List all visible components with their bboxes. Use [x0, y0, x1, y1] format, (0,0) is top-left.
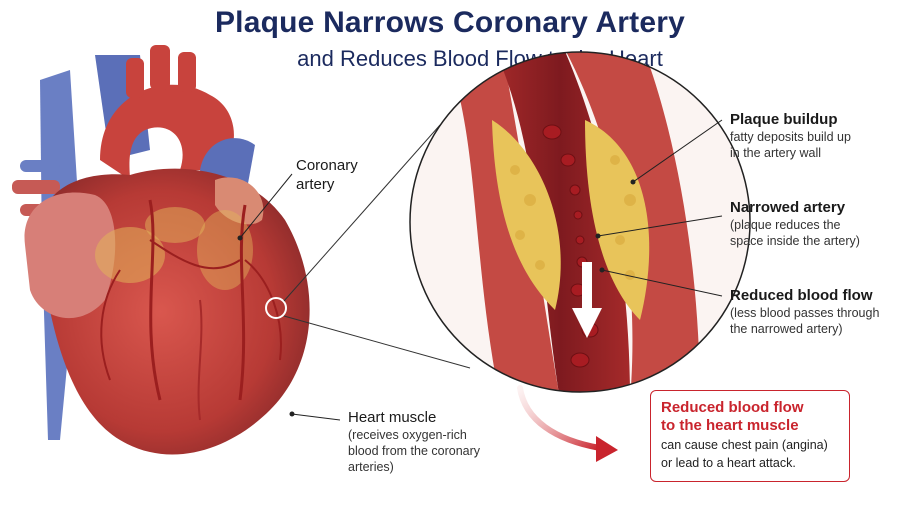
label-plaque-buildup: Plaque buildup fatty deposits build up i…	[730, 110, 851, 161]
label-heart-muscle: Heart muscle (receives oxygen-rich blood…	[348, 408, 480, 475]
label-coronary-artery: Coronary artery	[296, 156, 358, 194]
label-narrowed-artery: Narrowed artery (plaque reduces the spac…	[730, 198, 860, 249]
heart-illustration	[12, 45, 310, 454]
warning-callout: Reduced blood flow to the heart muscle c…	[650, 390, 850, 482]
artery-zoom-view	[400, 40, 760, 400]
label-reduced-blood-flow: Reduced blood flow (less blood passes th…	[730, 286, 879, 337]
curved-arrow-icon	[520, 388, 600, 448]
